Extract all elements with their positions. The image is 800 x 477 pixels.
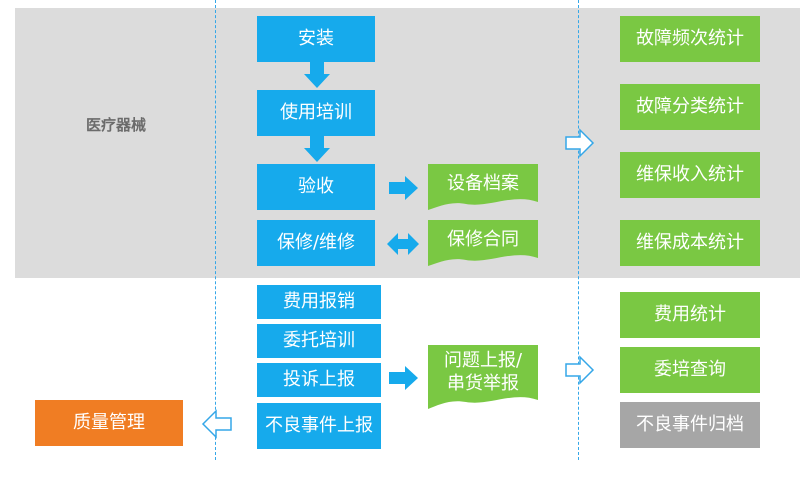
output-training-query: 委培查询 (620, 347, 760, 393)
doc-issue-report-label: 问题上报/ 串货举报 (428, 349, 538, 395)
quality-management: 质量管理 (35, 400, 183, 446)
flow-step-acceptance: 验收 (257, 164, 375, 210)
doc-equipment-file: 设备档案 (428, 164, 538, 210)
lower-step-expense-reimbursement: 费用报销 (257, 285, 381, 319)
stat-fault-category: 故障分类统计 (620, 84, 760, 130)
down-arrow-icon (304, 62, 330, 88)
down-arrow-icon (304, 136, 330, 162)
lower-step-complaint-report: 投诉上报 (257, 363, 381, 397)
stat-maintenance-cost: 维保成本统计 (620, 220, 760, 266)
outline-left-arrow-icon (201, 409, 232, 439)
doc-issue-report: 问题上报/ 串货举报 (428, 345, 538, 409)
left-dashed-divider (215, 0, 216, 460)
flow-step-install: 安装 (257, 16, 375, 62)
output-adverse-event-archive: 不良事件归档 (620, 402, 760, 448)
section-label: 医疗器械 (86, 116, 147, 134)
doc-warranty-contract-label: 保修合同 (447, 229, 519, 250)
flow-step-warranty-repair: 保修/维修 (257, 220, 375, 266)
lower-step-entrusted-training: 委托培训 (257, 324, 381, 358)
doc-issue-report-line-1: 问题上报/ (443, 350, 523, 371)
right-arrow-icon (389, 366, 418, 390)
right-arrow-icon (389, 176, 418, 200)
flow-step-training: 使用培训 (257, 90, 375, 136)
doc-equipment-file-label: 设备档案 (447, 173, 519, 194)
double-arrow-icon (387, 233, 419, 255)
outline-right-arrow-icon (565, 355, 595, 385)
output-expense-statistics: 费用统计 (620, 292, 760, 338)
stat-fault-frequency: 故障频次统计 (620, 16, 760, 62)
doc-warranty-contract: 保修合同 (428, 220, 538, 266)
right-dashed-divider (578, 0, 579, 460)
outline-right-arrow-icon (565, 128, 595, 158)
lower-step-adverse-event-report: 不良事件上报 (257, 403, 381, 449)
stat-maintenance-income: 维保收入统计 (620, 152, 760, 198)
doc-issue-report-line-2: 串货举报 (447, 373, 519, 394)
